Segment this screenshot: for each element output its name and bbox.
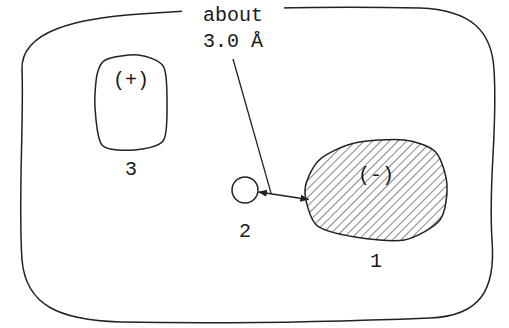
negative-region <box>305 140 447 241</box>
callout-number: 2 <box>201 220 289 244</box>
atom-circle-outline <box>231 176 259 204</box>
negative-region-outline <box>305 140 447 240</box>
callout-number: 3 <box>65 158 197 182</box>
leader-line <box>233 59 271 194</box>
atom-circle: 2 <box>231 176 259 204</box>
atom-circle <box>232 177 258 203</box>
charge-sign: (+) <box>65 69 197 93</box>
charge-sign: (-) <box>275 164 477 188</box>
dimension-label: about 3.0 Å <box>182 3 284 55</box>
positive-region: (+)3 <box>95 55 167 150</box>
distance-arrow <box>259 192 309 199</box>
callout-number: 1 <box>275 250 477 274</box>
negative-region: (-)1 <box>305 140 447 240</box>
